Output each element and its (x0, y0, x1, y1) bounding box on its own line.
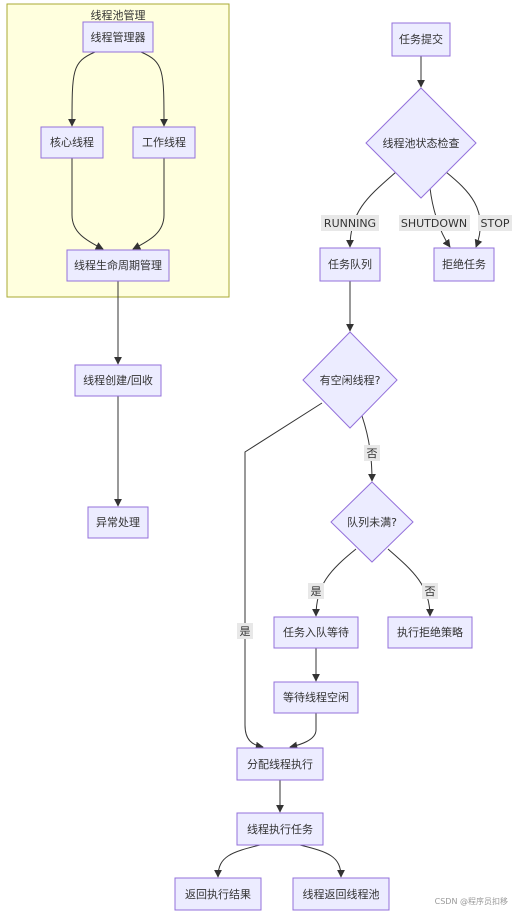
node-idle-thread-decision[interactable]: 有空闲线程? (302, 331, 398, 429)
edge-manager-core (68, 51, 96, 127)
edge-execute-result (214, 844, 261, 878)
edge-labels: RUNNING SHUTDOWN STOP 否 是 是 否 (237, 215, 512, 639)
node-task-queue-label: 任务队列 (328, 257, 372, 271)
node-reject-task[interactable]: 拒绝任务 (433, 247, 495, 282)
node-dispatch-thread[interactable]: 分配线程执行 (236, 747, 324, 781)
edge-waitidle-dispatch (289, 713, 317, 750)
node-idle-thread-decision-label: 有空闲线程? (320, 373, 381, 387)
node-core-threads-label: 核心线程 (50, 135, 94, 149)
node-wait-idle-thread-label: 等待线程空闲 (283, 690, 349, 704)
node-thread-create-recycle[interactable]: 线程创建/回收 (74, 364, 162, 397)
edge-label-stop: STOP (481, 217, 510, 230)
node-return-thread[interactable]: 线程返回线程池 (292, 877, 390, 911)
edge-label-yes-queue: 是 (311, 585, 322, 598)
edge-status-queue (346, 171, 397, 248)
node-enqueue-wait[interactable]: 任务入队等待 (273, 616, 359, 649)
node-pool-status-check[interactable]: 线程池状态检查 (365, 87, 477, 199)
edge-status-reject-stop (445, 171, 483, 248)
edge-label-shutdown: SHUTDOWN (401, 217, 467, 230)
node-dispatch-thread-label: 分配线程执行 (247, 757, 313, 771)
node-reject-policy[interactable]: 执行拒绝策略 (387, 616, 473, 649)
node-queue-not-full-decision[interactable]: 队列未满? (330, 481, 414, 563)
node-pool-status-check-label: 线程池状态检查 (383, 136, 460, 150)
node-thread-execute-label: 线程执行任务 (247, 822, 313, 836)
watermark: CSDN @程序员扣移 (435, 896, 508, 906)
node-thread-lifecycle-label: 线程生命周期管理 (74, 258, 162, 272)
node-wait-idle-thread[interactable]: 等待线程空闲 (273, 681, 359, 714)
node-thread-execute[interactable]: 线程执行任务 (236, 812, 324, 846)
node-exception-handling-label: 异常处理 (96, 516, 140, 529)
edge-label-running: RUNNING (324, 217, 376, 230)
edge-core-lifecycle (71, 158, 104, 250)
node-exception-handling[interactable]: 异常处理 (87, 506, 149, 539)
node-enqueue-wait-label: 任务入队等待 (283, 625, 349, 639)
edge-label-no-idle: 否 (367, 447, 378, 460)
node-return-result[interactable]: 返回执行结果 (174, 877, 262, 911)
node-thread-create-recycle-label: 线程创建/回收 (83, 373, 153, 387)
node-thread-manager-label: 线程管理器 (91, 30, 146, 44)
node-worker-threads-label: 工作线程 (142, 135, 186, 149)
edge-label-no-queue: 否 (425, 585, 436, 598)
node-task-queue[interactable]: 任务队列 (319, 247, 381, 282)
node-worker-threads[interactable]: 工作线程 (132, 126, 196, 159)
node-queue-not-full-decision-label: 队列未满? (347, 515, 397, 529)
edge-label-yes-idle: 是 (240, 625, 251, 638)
cluster-title: 线程池管理 (91, 8, 146, 22)
edge-queuefull-rejectpolicy (387, 548, 434, 617)
node-core-threads[interactable]: 核心线程 (40, 126, 104, 159)
node-task-submit[interactable]: 任务提交 (391, 22, 451, 57)
node-return-thread-label: 线程返回线程池 (303, 887, 380, 901)
edge-execute-thread (299, 844, 345, 878)
node-reject-task-label: 拒绝任务 (442, 257, 486, 271)
node-return-result-label: 返回执行结果 (185, 887, 251, 901)
node-thread-manager[interactable]: 线程管理器 (82, 21, 154, 53)
edge-queuefull-enqueue (312, 548, 357, 617)
node-task-submit-label: 任务提交 (399, 32, 443, 46)
edge-idle-dispatch (244, 402, 323, 750)
node-thread-lifecycle[interactable]: 线程生命周期管理 (66, 249, 170, 282)
node-reject-policy-label: 执行拒绝策略 (397, 625, 463, 639)
edge-worker-lifecycle (132, 158, 165, 250)
edge-manager-worker (140, 51, 168, 127)
